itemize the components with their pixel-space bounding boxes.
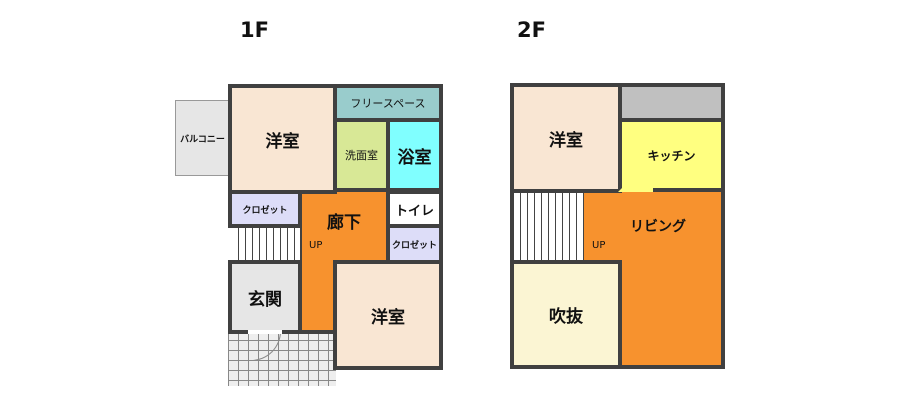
atrium: 吹抜 bbox=[510, 260, 622, 369]
floor2-title: 2F bbox=[517, 18, 546, 42]
front-door[interactable] bbox=[248, 330, 282, 334]
washroom: 洗面室 bbox=[333, 118, 390, 192]
western-room-2f: 洋室 bbox=[510, 83, 622, 193]
stairs-up-label: UP bbox=[309, 240, 323, 251]
toilet: トイレ bbox=[386, 190, 443, 228]
closet-right: クロゼット bbox=[386, 224, 443, 264]
western-room-bottom: 洋室 bbox=[333, 260, 443, 370]
stairs-up-label-2f: UP bbox=[592, 240, 606, 251]
entrance: 玄関 bbox=[228, 260, 302, 334]
bathroom: 浴室 bbox=[386, 118, 443, 192]
western-room-top: 洋室 bbox=[228, 84, 337, 194]
stairs[interactable] bbox=[232, 226, 300, 262]
storage bbox=[618, 83, 725, 122]
free-space: フリースペース bbox=[333, 84, 443, 122]
entrance-tiles bbox=[228, 330, 336, 386]
floor1-title: 1F bbox=[240, 18, 269, 42]
balcony: バルコニー bbox=[175, 100, 230, 176]
closet-left: クロゼット bbox=[228, 190, 302, 228]
kitchen: キッチン bbox=[618, 118, 725, 192]
kitchen-counter-wall bbox=[653, 188, 725, 192]
stairs-2f[interactable] bbox=[514, 192, 584, 262]
hallway-label: 廊下 bbox=[327, 212, 361, 233]
